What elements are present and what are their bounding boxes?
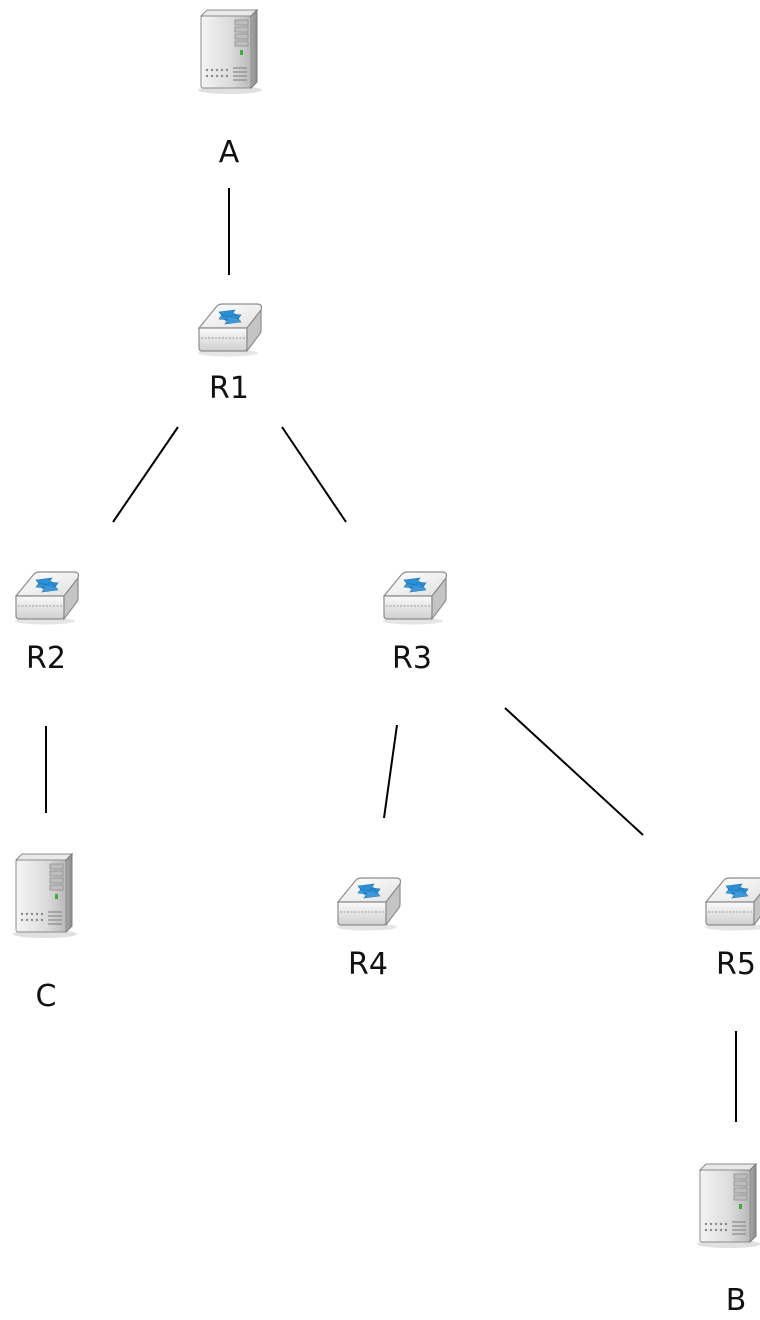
link-r3-r4: [383, 724, 398, 819]
links-layer: [45, 188, 737, 1122]
node-c: C: [12, 853, 78, 1014]
node-r1: R1: [197, 303, 263, 406]
server-icon: [696, 1163, 760, 1248]
router-icon: [336, 877, 402, 932]
router-icon: [14, 571, 80, 626]
node-label-a: A: [219, 135, 240, 170]
node-r2: R2: [14, 571, 80, 676]
node-label-c: C: [36, 979, 57, 1014]
link-r3-r5: [504, 707, 644, 836]
server-icon: [12, 853, 78, 938]
node-label-r3: R3: [392, 641, 432, 676]
router-icon: [197, 303, 263, 358]
node-r5: R5: [704, 877, 760, 982]
link-r1-r3: [281, 426, 347, 523]
node-label-r5: R5: [716, 947, 756, 982]
node-r4: R4: [336, 877, 402, 982]
node-a: A: [197, 9, 263, 170]
link-r1-r2: [112, 426, 179, 523]
router-icon: [704, 877, 760, 932]
node-label-b: B: [726, 1283, 747, 1318]
router-icon: [382, 571, 448, 626]
node-b: B: [696, 1163, 760, 1318]
node-label-r1: R1: [209, 371, 249, 406]
server-icon: [197, 9, 263, 94]
node-label-r4: R4: [348, 947, 388, 982]
node-label-r2: R2: [26, 641, 66, 676]
node-r3: R3: [382, 571, 448, 676]
